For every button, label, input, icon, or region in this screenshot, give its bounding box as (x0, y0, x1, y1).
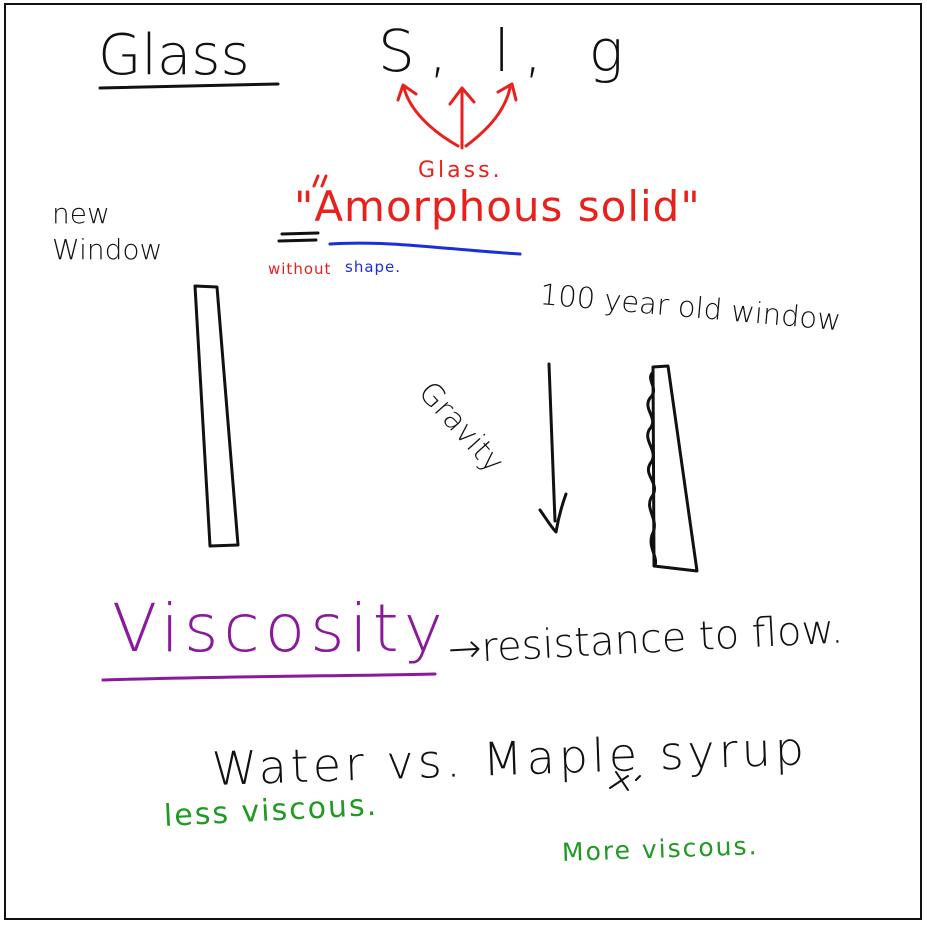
states-of-matter: S, l, g (378, 17, 638, 85)
glass-label: Glass. (418, 158, 503, 183)
amorphous-solid-term: "Amorphous solid" (294, 182, 701, 231)
quote-mark-red (312, 174, 328, 188)
new-window-label: new Window (52, 197, 163, 266)
title-glass: Glass (98, 23, 250, 88)
new-window-pane (193, 284, 240, 548)
without-note: without (268, 260, 332, 278)
viscosity-underline (101, 672, 437, 682)
morphous-underline (328, 241, 522, 256)
more-viscous-note: More viscous. (561, 831, 759, 867)
shape-note: shape. (345, 258, 402, 276)
syrup-cross-mark (609, 771, 641, 791)
old-window-pane (646, 364, 699, 573)
viscosity-heading: Viscosity (112, 590, 448, 667)
gravity-arrow (538, 362, 568, 534)
whiteboard-frame (4, 3, 922, 920)
a-double-underline (277, 231, 320, 243)
title-underline (98, 82, 280, 90)
glass-arrows (396, 82, 518, 150)
